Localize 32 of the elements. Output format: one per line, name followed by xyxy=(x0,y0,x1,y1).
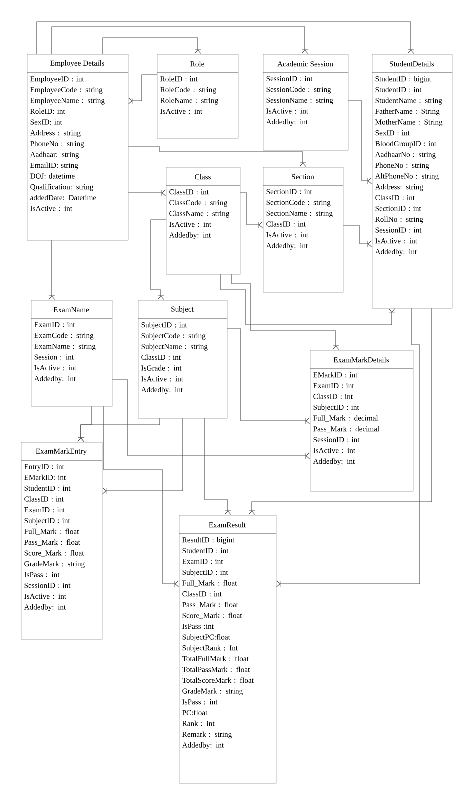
entity-table xyxy=(138,300,228,419)
connector xyxy=(204,418,232,515)
connector xyxy=(128,146,306,167)
connector xyxy=(112,380,310,460)
entity-table xyxy=(178,515,277,784)
connector xyxy=(343,226,372,248)
connector xyxy=(52,26,308,54)
connector xyxy=(102,418,184,494)
connector xyxy=(276,308,420,588)
connector xyxy=(128,74,158,104)
connector xyxy=(128,190,166,196)
entity-table xyxy=(20,442,103,640)
connector xyxy=(150,220,166,300)
entity-table xyxy=(166,167,241,275)
entity-table xyxy=(262,167,344,293)
entity-table xyxy=(30,300,113,407)
connector xyxy=(48,240,56,300)
entity-table xyxy=(262,54,349,151)
entity-table xyxy=(156,54,239,139)
entity-table xyxy=(372,54,453,309)
connector xyxy=(348,100,372,184)
connector xyxy=(78,418,160,442)
connector xyxy=(220,274,396,326)
connector xyxy=(102,38,202,54)
connector xyxy=(232,274,340,350)
entity-table xyxy=(310,350,414,492)
connector xyxy=(36,22,414,54)
connector xyxy=(240,192,263,228)
connector xyxy=(248,308,432,515)
entity-table xyxy=(26,54,129,241)
connector xyxy=(104,406,179,588)
connector xyxy=(227,328,310,424)
